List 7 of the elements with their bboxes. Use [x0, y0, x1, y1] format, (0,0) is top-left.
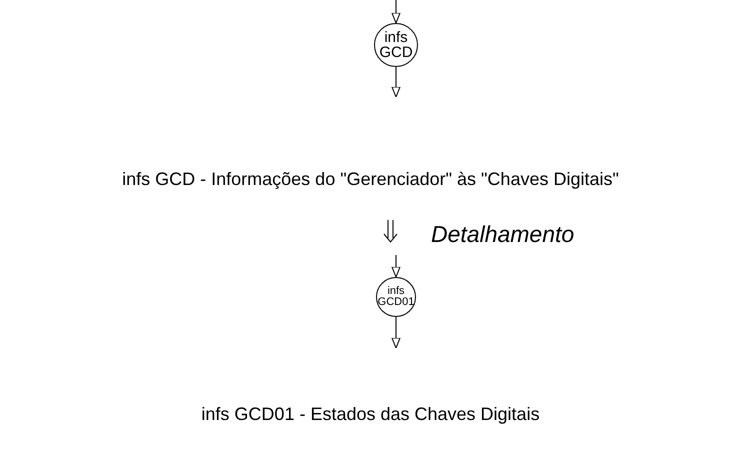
caption-text: Detalhamento: [431, 220, 574, 249]
arrow: [392, 66, 400, 98]
caption-text: infs GCD01 - Estados das Chaves Digitais: [200, 403, 541, 426]
arrow: [392, 316, 400, 348]
arrow: [392, 0, 400, 24]
arrow: [392, 254, 400, 278]
caption-text: infs GCD - Informações do "Gerenciador" às "Chaves Digitais": [121, 168, 620, 191]
